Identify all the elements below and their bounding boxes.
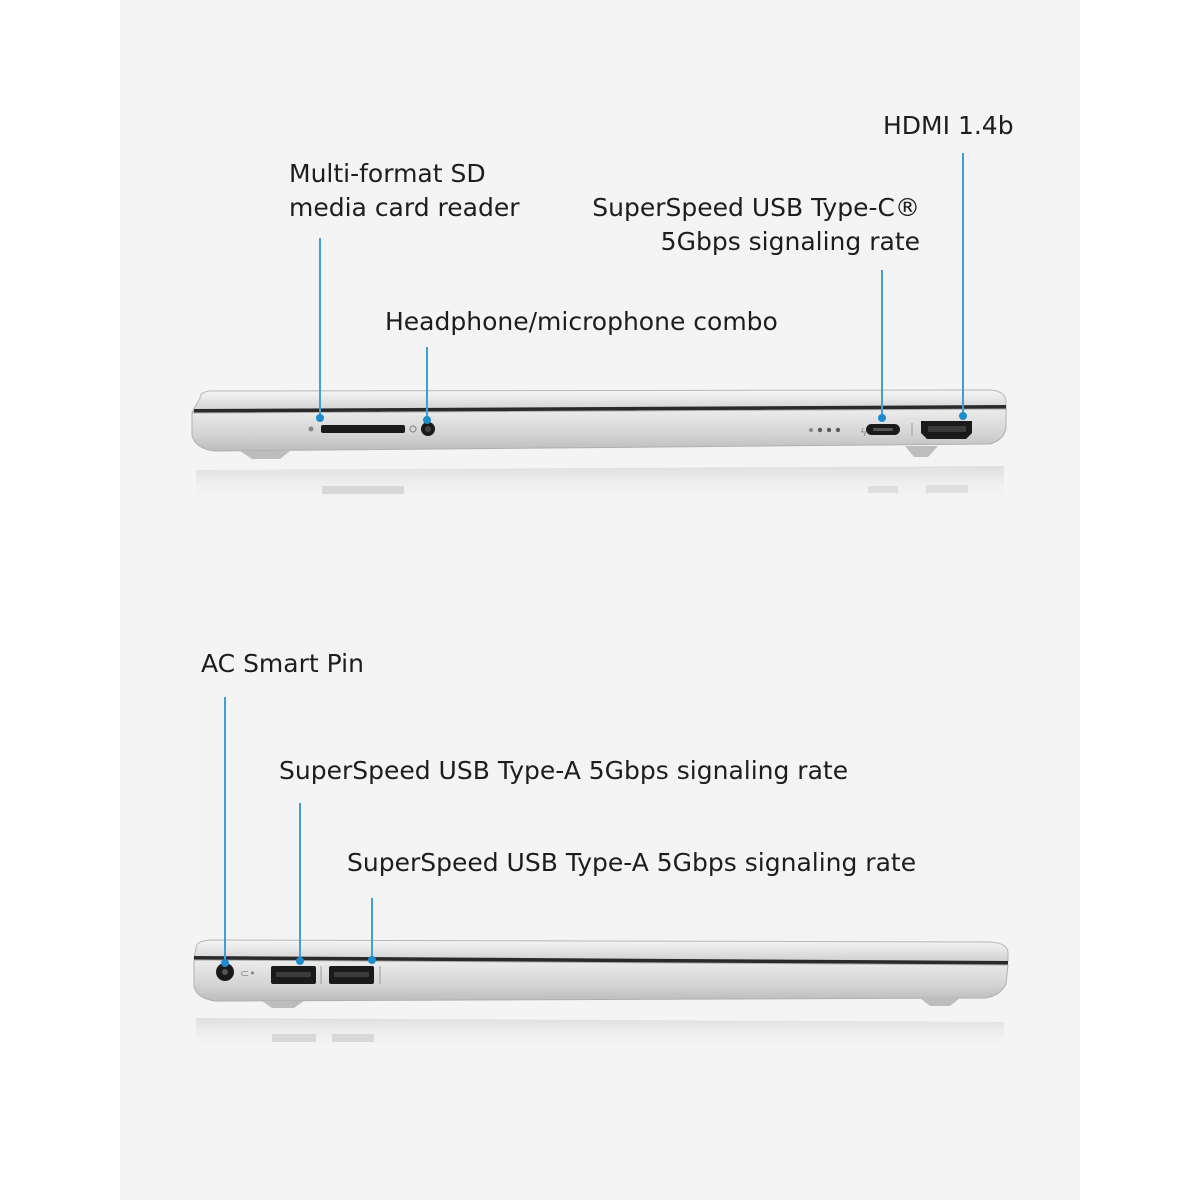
- laptop-base: [191, 408, 1007, 452]
- sd-reader-leader-dot: [316, 414, 324, 422]
- usb-a-1-label: SuperSpeed USB Type-A 5Gbps signaling ra…: [279, 756, 849, 785]
- ac-pin-label: AC Smart Pin: [201, 649, 364, 678]
- ac-pin-leader-line: [224, 697, 226, 963]
- laptop-reflection-2: [196, 1018, 1004, 1050]
- usb-a-2-leader-line: [371, 898, 373, 960]
- hdmi-label: HDMI 1.4b: [883, 111, 1014, 140]
- laptop-base-2: [193, 959, 1009, 1002]
- audio-jack-label: Headphone/microphone combo: [385, 307, 778, 336]
- usb-a-2-leader-dot: [368, 956, 376, 964]
- svg-text:⊂•: ⊂•: [240, 967, 256, 980]
- sd-reader-label: Multi-format SD media card reader: [289, 157, 520, 225]
- lid-seam-2: [193, 956, 1009, 965]
- audio-jack-leader-line: [426, 347, 428, 419]
- laptop-left-side-profile: ϟ: [191, 389, 1007, 502]
- audio-jack-leader-dot: [423, 416, 431, 424]
- usb-c-leader-line: [881, 270, 883, 418]
- usb-c-label-line2: 5Gbps signaling rate: [660, 227, 920, 256]
- usb-a-1-leader-line: [299, 803, 301, 961]
- front-foot: [240, 451, 290, 459]
- lid-seam: [193, 405, 1007, 413]
- sd-reader-leader-line: [319, 238, 321, 418]
- hdmi-leader-line: [962, 153, 964, 415]
- sd-reader-label-line2: media card reader: [289, 193, 520, 222]
- usb-a-2-label: SuperSpeed USB Type-A 5Gbps signaling ra…: [347, 848, 917, 877]
- laptop-lid-2: [193, 939, 1009, 963]
- sd-card-slot: [321, 425, 405, 433]
- usb-c-label-line1: SuperSpeed USB Type-C®: [592, 193, 920, 222]
- usb-a-1-leader-dot: [296, 957, 304, 965]
- hdmi-leader-dot: [959, 412, 967, 420]
- usb-c-leader-dot: [878, 414, 886, 422]
- rear-foot: [905, 446, 938, 457]
- ac-pin-leader-dot: [221, 959, 229, 967]
- front-foot-2: [262, 1001, 304, 1008]
- laptop-right-side-profile: ⊂•: [193, 939, 1009, 1050]
- usb-c-label: SuperSpeed USB Type-C® 5Gbps signaling r…: [560, 191, 920, 259]
- sd-reader-label-line1: Multi-format SD: [289, 159, 486, 188]
- svg-text:ϟ: ϟ: [860, 426, 867, 439]
- rear-foot-2: [920, 998, 960, 1006]
